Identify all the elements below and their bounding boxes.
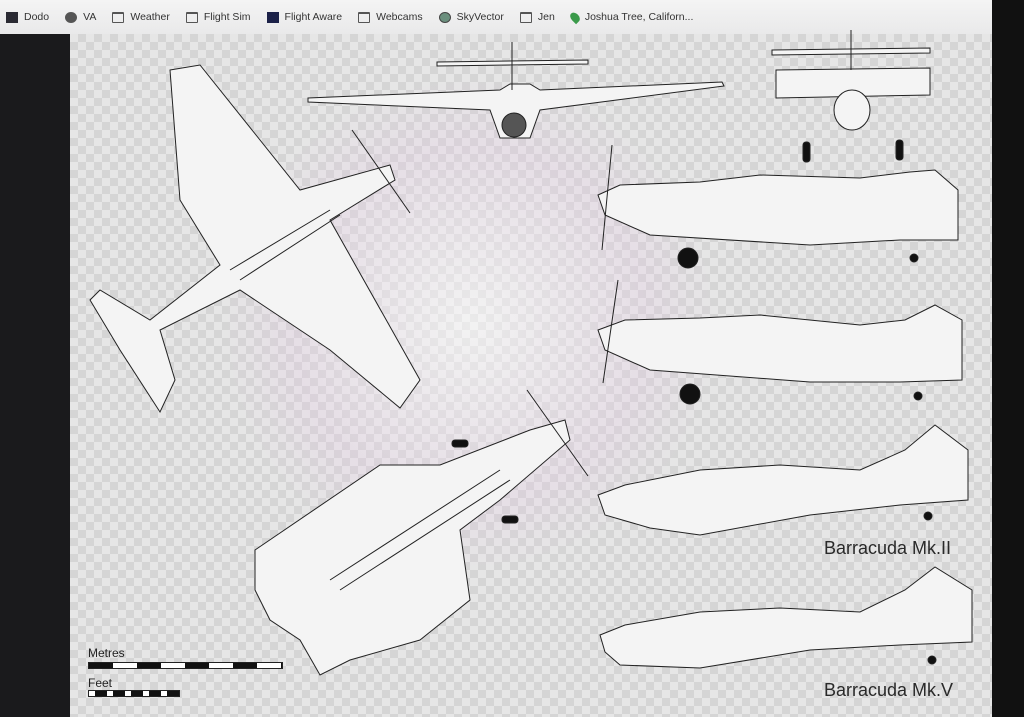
bookmark-dodo[interactable]: Dodo [6,11,49,23]
folder-icon [358,11,371,23]
scale-feet-label: Feet [88,676,113,690]
bookmark-flight-sim[interactable]: Flight Sim [185,11,251,23]
scale-bar-metres [88,662,283,669]
plan-view-bottom [254,389,589,676]
globe-icon [65,11,78,23]
bookmarks-bar: Dodo VA Weather Flight Sim Flight Aware … [0,0,1024,34]
bookmark-joshua-tree[interactable]: Joshua Tree, Californ... [568,10,693,24]
flightaware-icon [266,11,279,23]
front-view [307,42,725,139]
label-mk2: Barracuda Mk.II [824,538,952,558]
scale-metres-label: Metres [88,646,125,660]
skyvector-icon [438,11,451,23]
bookmark-skyvector[interactable]: SkyVector [438,11,504,23]
folder-icon [112,11,125,23]
folder-icon [519,11,532,23]
bookmark-webcams[interactable]: Webcams [358,11,423,23]
bookmark-flight-aware[interactable]: Flight Aware [266,11,342,23]
bookmark-weather[interactable]: Weather [112,11,170,23]
side-view-1 [597,144,959,269]
folder-icon [185,11,198,23]
app-icon [6,11,18,23]
screen-bezel [992,0,1024,717]
plan-view-top [89,64,421,414]
scale-bar-feet [88,690,180,697]
bookmark-jen[interactable]: Jen [519,11,555,23]
bookmark-va[interactable]: VA [65,11,96,23]
side-view-2 [597,279,963,405]
label-mk5: Barracuda Mk.V [824,680,954,700]
side-view-4 [599,566,973,669]
rear-view [771,30,931,163]
side-view-3 [597,424,969,536]
